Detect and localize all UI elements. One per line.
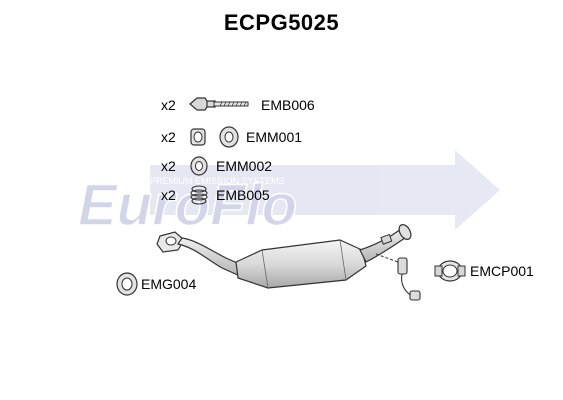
watermark-logo: EuroFlo PREMIUM EMISSION SYSTEMS — [77, 150, 500, 239]
part-code-label: EMM001 — [246, 129, 303, 145]
lambda-sensor-icon — [375, 253, 421, 301]
inlet-pipe — [177, 237, 245, 277]
part-code-label: EMB005 — [216, 187, 270, 203]
bolt-emb006-icon — [189, 97, 249, 111]
part-qty: x2 — [161, 187, 176, 203]
clamp-emcp001-icon — [434, 260, 466, 282]
watermark-brand: EuroFlo — [78, 173, 297, 238]
converter-body — [235, 239, 367, 289]
catalytic-converter-assembly — [156, 224, 412, 289]
part-qty: x2 — [161, 129, 176, 145]
gasket-emg004-icon — [116, 272, 138, 296]
page-title: ECPG5025 — [223, 10, 340, 35]
watermark-tagline: PREMIUM EMISSION SYSTEMS — [150, 176, 285, 186]
front-flange-icon — [156, 231, 185, 253]
part-qty: x2 — [161, 158, 176, 174]
part-code-label: EMCP001 — [470, 263, 534, 279]
nut-emm001-icon — [190, 126, 239, 148]
part-qty: x2 — [161, 97, 176, 113]
washer-emm002-icon — [190, 156, 208, 176]
part-code-label: EMG004 — [141, 276, 197, 292]
part-code-label: EMM002 — [216, 158, 273, 174]
spring-emb005-icon — [190, 185, 208, 205]
watermark-arrow-shape — [150, 150, 500, 230]
part-code-label: EMB006 — [261, 97, 315, 113]
